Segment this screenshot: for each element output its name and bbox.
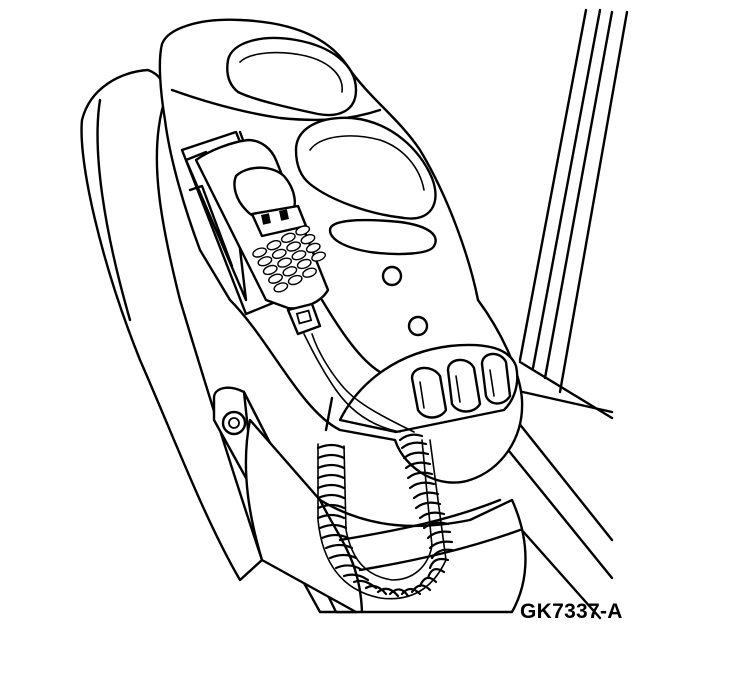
rear-cup-holder <box>227 38 356 115</box>
console-tray <box>330 220 436 254</box>
coiled-cord <box>318 435 452 599</box>
cellular-handset <box>196 140 332 334</box>
figure-id-label: GK7337-A <box>520 600 623 623</box>
handset-keypad <box>250 222 332 296</box>
handset-cord <box>304 334 414 432</box>
floor-lines <box>492 412 612 618</box>
console-body <box>246 420 526 612</box>
seat-backrest <box>82 70 262 580</box>
console-buttons <box>412 354 510 418</box>
front-cup-holder <box>296 118 436 219</box>
window-trim-lines <box>505 10 627 418</box>
console-top <box>160 20 522 483</box>
